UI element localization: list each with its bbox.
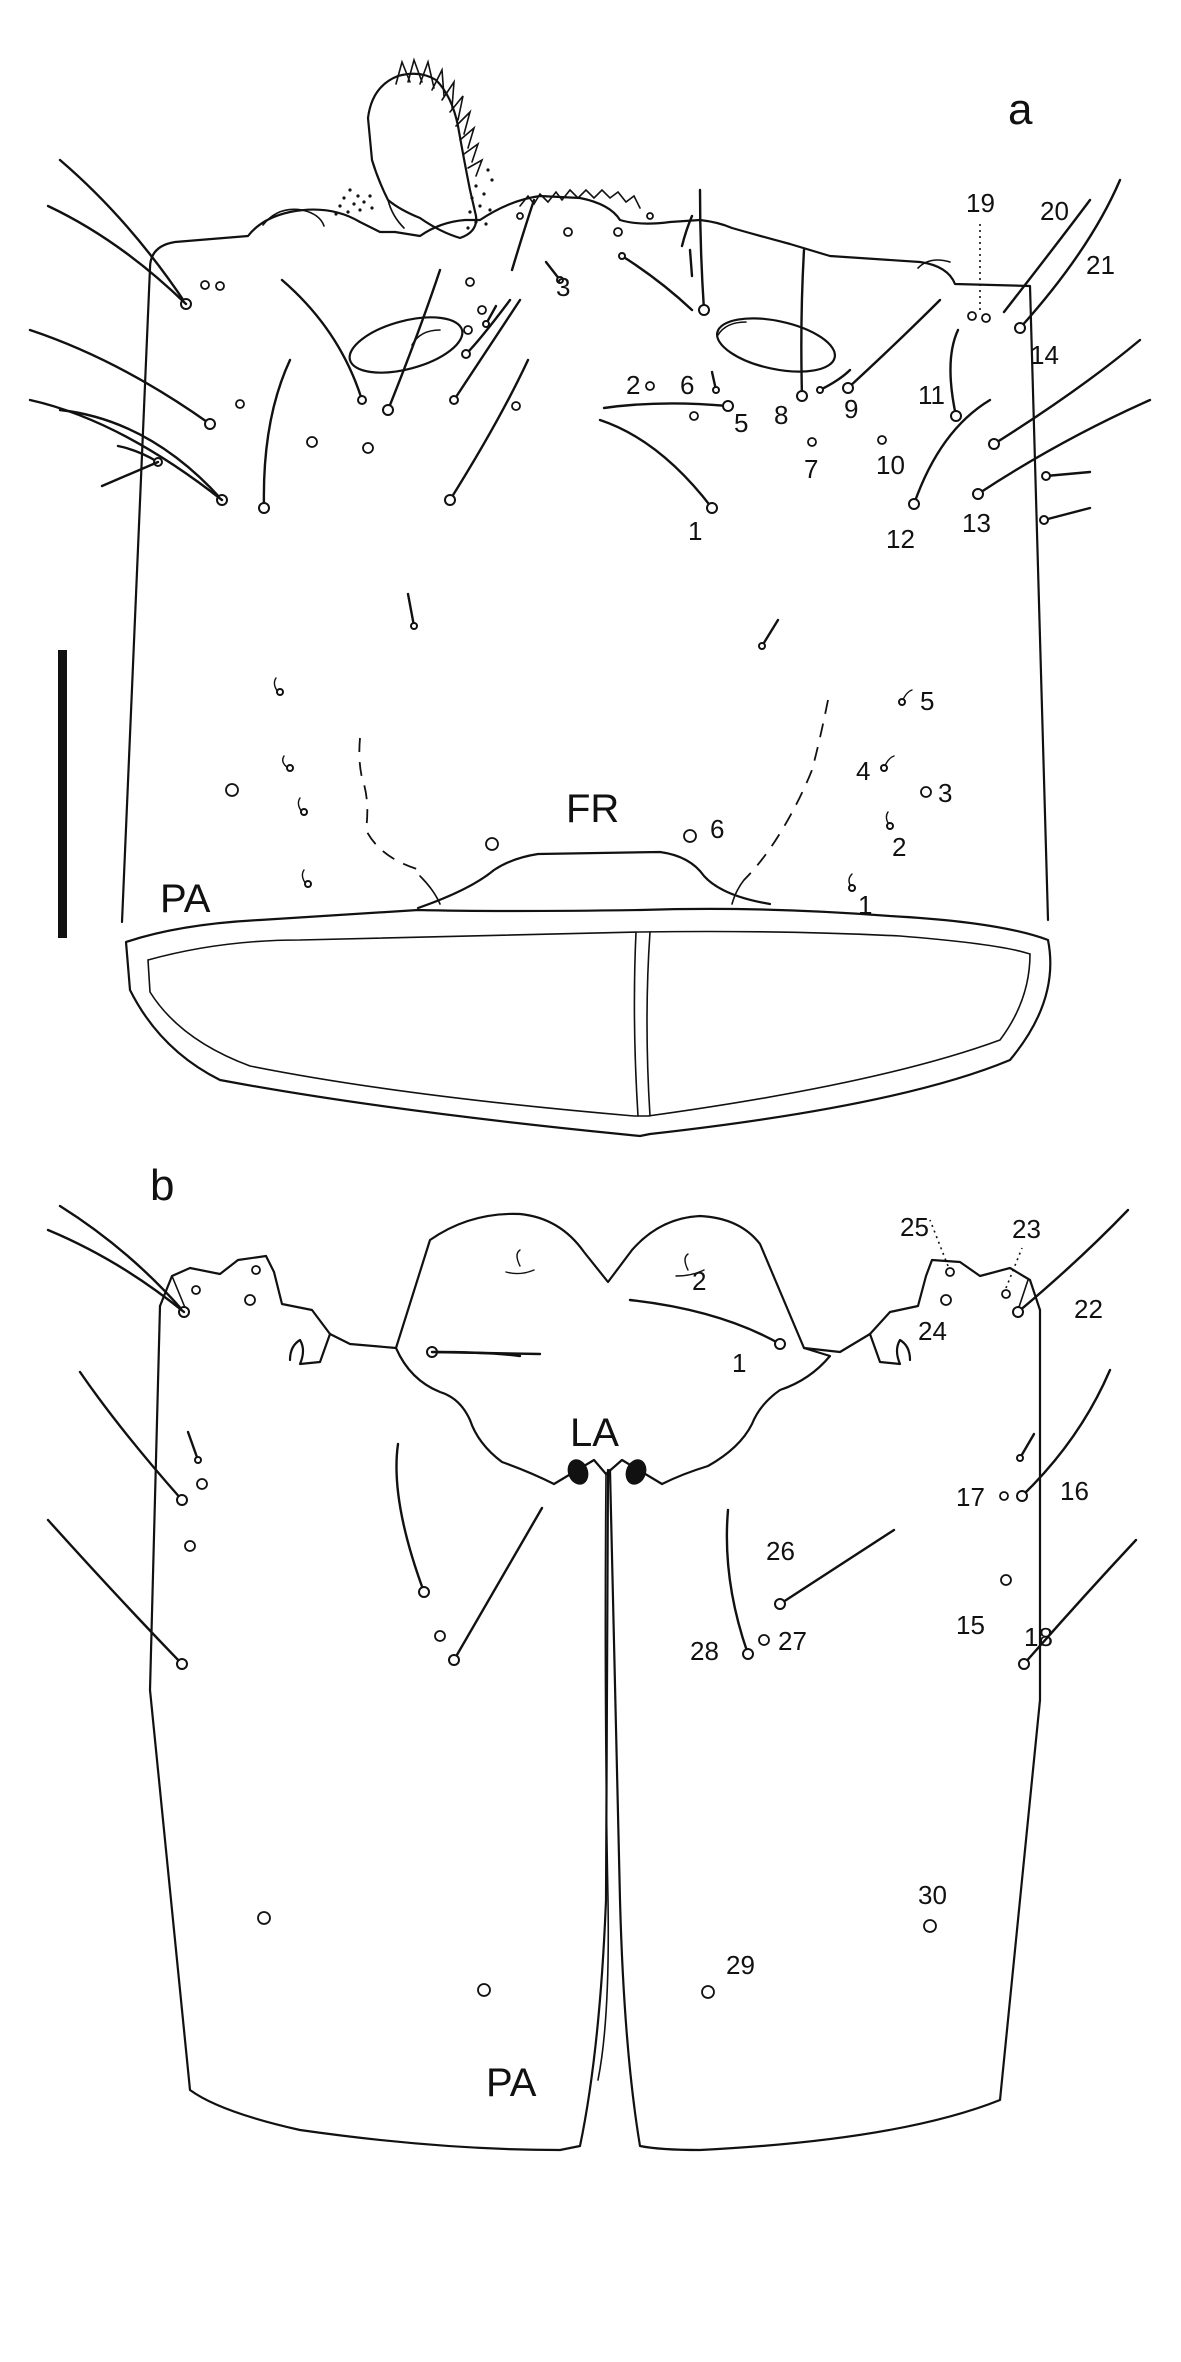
mandible xyxy=(366,72,478,240)
setae-left xyxy=(28,158,564,514)
setae-frons xyxy=(225,592,932,905)
b-num-22: 22 xyxy=(1074,1294,1103,1324)
b-num-28: 28 xyxy=(690,1636,719,1666)
a-num-1: 1 xyxy=(688,516,702,546)
panel-a: a xyxy=(28,57,1152,1138)
frons-outline xyxy=(416,850,772,910)
palp-pit-left xyxy=(567,1459,589,1485)
a-num-14: 14 xyxy=(1030,340,1059,370)
cheek-right xyxy=(868,1258,1042,1366)
b-num-25: 25 xyxy=(900,1212,929,1242)
a-num-10: 10 xyxy=(876,450,905,480)
a-num-20: 20 xyxy=(1040,196,1069,226)
cheek-left xyxy=(158,1254,332,1366)
a-num-2: 2 xyxy=(626,370,640,400)
stipple-right xyxy=(466,168,494,230)
palp-pit-right xyxy=(625,1459,647,1485)
b-num-16: 16 xyxy=(1060,1476,1089,1506)
panel-b: b xyxy=(46,1161,1138,2152)
b-num-23: 23 xyxy=(1012,1214,1041,1244)
occipital-suture xyxy=(633,931,651,1117)
a-num-19: 19 xyxy=(966,188,995,218)
setae-ventral xyxy=(46,1204,1138,1999)
labrum-right-bump xyxy=(917,259,951,269)
b-num-18: 18 xyxy=(1024,1622,1053,1652)
antennal-socket-right xyxy=(715,317,837,373)
clypeal-margin xyxy=(519,188,641,209)
b-num-24: 24 xyxy=(918,1316,947,1346)
a-num-8: 8 xyxy=(774,400,788,430)
a-num-5: 5 xyxy=(734,408,748,438)
b-num-2: 2 xyxy=(692,1266,706,1296)
a-num-3: 3 xyxy=(556,272,570,302)
occipital-band-outer xyxy=(124,907,1052,1138)
a-num-12: 12 xyxy=(886,524,915,554)
labium-outline xyxy=(394,1212,832,1486)
b-num-1: 1 xyxy=(732,1348,746,1378)
label-PA-b: PA xyxy=(486,2061,537,2105)
b-num-17: 17 xyxy=(956,1482,985,1512)
mandible-teeth xyxy=(395,57,484,177)
panel-a-letter: a xyxy=(1008,85,1033,134)
b-num-27: 27 xyxy=(778,1626,807,1656)
b-num-26: 26 xyxy=(766,1536,795,1566)
occipital-band-inner xyxy=(147,930,1031,1117)
clypeal-pores xyxy=(516,212,654,237)
a-num-13: 13 xyxy=(962,508,991,538)
labium-side-right xyxy=(802,1332,872,1354)
labium-side-left xyxy=(328,1332,398,1350)
a-frons-num-2: 2 xyxy=(892,832,906,862)
label-FR: FR xyxy=(566,787,619,831)
labrum-left-bump xyxy=(262,208,325,227)
a-frons-num-1: 1 xyxy=(858,890,872,920)
a-frons-num-5: 5 xyxy=(920,686,934,716)
a-num-7: 7 xyxy=(804,454,818,484)
label-PA-a: PA xyxy=(160,877,211,921)
scale-bar xyxy=(58,650,67,938)
median-suture xyxy=(597,1473,610,2081)
a-num-21: 21 xyxy=(1086,250,1115,280)
stipple-left xyxy=(334,188,374,216)
antennal-socket-left xyxy=(348,316,464,374)
panel-b-letter: b xyxy=(150,1161,174,1210)
label-LA: LA xyxy=(570,1411,619,1455)
a-frons-num-6: 6 xyxy=(710,814,724,844)
head-capsule-outline xyxy=(120,194,1050,924)
a-num-9: 9 xyxy=(844,394,858,424)
mandible-inner xyxy=(387,199,405,229)
b-num-30: 30 xyxy=(918,1880,947,1910)
b-num-15: 15 xyxy=(956,1610,985,1640)
setae-right xyxy=(598,178,1152,525)
a-frons-num-4: 4 xyxy=(856,756,870,786)
ventral-outline xyxy=(148,1304,1042,2152)
a-num-11: 11 xyxy=(918,380,945,410)
a-frons-num-3: 3 xyxy=(938,778,952,808)
a-num-6: 6 xyxy=(680,370,694,400)
b-num-29: 29 xyxy=(726,1950,755,1980)
